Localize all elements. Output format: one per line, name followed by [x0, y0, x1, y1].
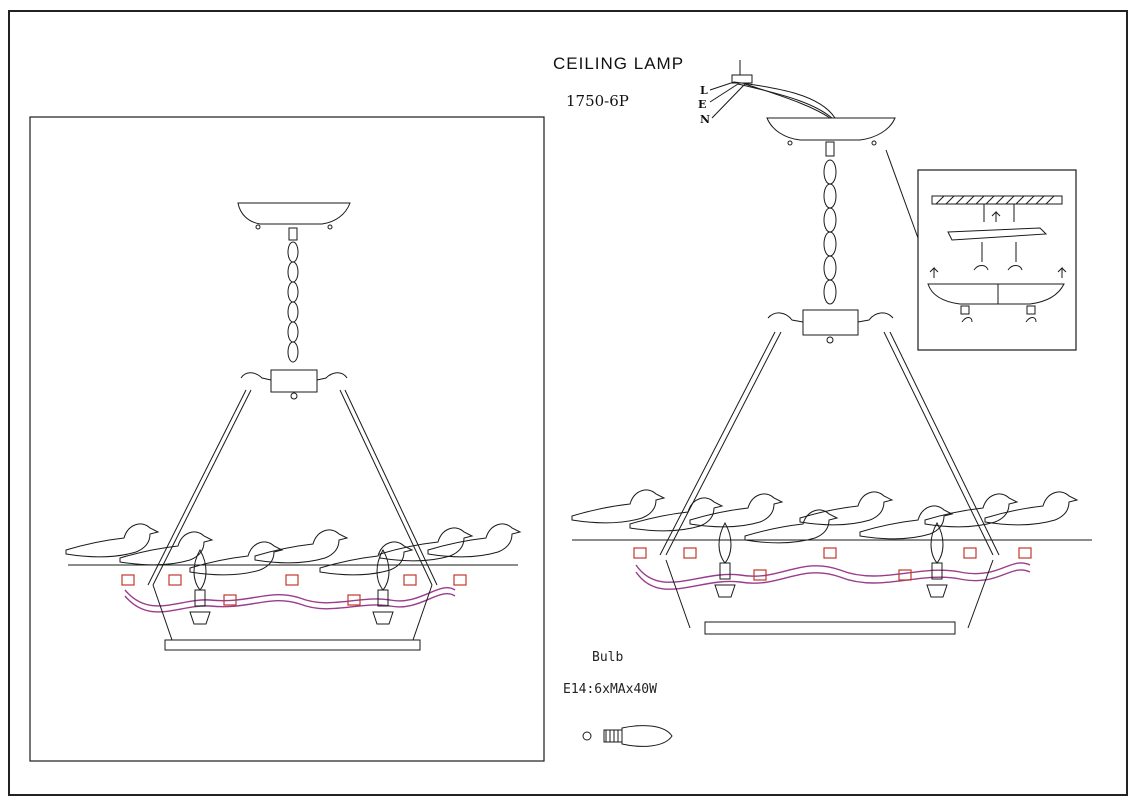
right-lower-strut: [967, 559, 994, 629]
right-socket: [1018, 547, 1032, 559]
bird-figure: [379, 527, 473, 562]
right-lamp-view: [571, 60, 1092, 635]
up-arrow-icon: [929, 266, 939, 278]
bulb-base-circle: [582, 731, 592, 741]
drawing-title: CEILING LAMP: [553, 54, 685, 73]
rotate-icon: [1025, 317, 1037, 323]
right-socket: [633, 547, 647, 559]
right-socket: [823, 547, 837, 559]
right-rod: [889, 331, 1000, 556]
left-rod: [152, 389, 252, 586]
left-hub: [270, 369, 318, 393]
right-rod: [665, 331, 782, 556]
left-bulb: [372, 549, 394, 625]
up-arrow-icon: [991, 210, 1001, 222]
cap-nut: [1026, 305, 1036, 315]
mounting-plate: [947, 227, 1048, 241]
canopy-detail: [927, 283, 1065, 305]
bulb-spec: E14:6xMAx40W: [563, 682, 657, 697]
right-wire: [635, 569, 1031, 590]
nut-icon: [1007, 265, 1023, 271]
bird-figure: [571, 489, 665, 524]
right-chain: [823, 141, 837, 305]
mounting-detail: [927, 195, 1067, 323]
left-hub-bracket: [316, 372, 348, 381]
wire-label-l: L: [700, 84, 708, 97]
rotate-icon: [961, 317, 973, 323]
left-lower-strut: [152, 584, 173, 641]
bulb-label: Bulb: [592, 650, 624, 665]
up-arrow-icon: [1057, 266, 1067, 278]
left-rod: [147, 389, 247, 586]
left-chain: [287, 227, 299, 363]
right-hub-bracket: [857, 312, 894, 323]
left-rod: [344, 389, 438, 586]
cap-nut: [960, 305, 970, 315]
bird-figure: [799, 491, 893, 526]
right-bulb: [714, 522, 736, 598]
right-socket: [898, 569, 912, 581]
left-canopy: [237, 202, 351, 225]
bird-figure: [319, 541, 413, 576]
left-canopy-screw: [327, 224, 333, 230]
right-socket: [963, 547, 977, 559]
left-socket: [168, 574, 182, 586]
left-bulb: [189, 549, 211, 625]
model-number: 1750-6P: [566, 92, 629, 110]
bulb-screw-base: [603, 729, 623, 743]
bird-figure: [744, 509, 838, 544]
bird-figure: [859, 505, 953, 540]
left-hub-bracket: [240, 372, 272, 381]
left-lamp-view: [65, 202, 521, 651]
wire-label-n: N: [700, 113, 711, 126]
right-lower-strut: [665, 559, 691, 629]
wire-l: [709, 81, 836, 119]
bulb-thread-lines: [605, 730, 619, 742]
bird-figure: [427, 523, 521, 558]
wire-n: [711, 83, 831, 119]
left-wire: [124, 587, 456, 607]
candle-bulb-glass: [621, 725, 673, 747]
bird-figure: [254, 529, 348, 564]
left-rod: [339, 389, 433, 586]
nut-icon: [973, 265, 989, 271]
right-canopy: [766, 117, 896, 141]
right-wire: [635, 562, 1031, 583]
mounting-detail-frame: [917, 169, 1077, 351]
right-canopy-screw: [871, 140, 877, 146]
detail-leader-line: [885, 149, 919, 239]
left-hub-finial: [290, 392, 298, 400]
wire-label-e: E: [698, 98, 707, 111]
left-socket: [403, 574, 417, 586]
right-hub-bracket: [767, 312, 804, 323]
ceiling-hatch-lines: [935, 195, 1055, 205]
bird-figure: [689, 493, 783, 528]
ceiling-hatch: [931, 195, 1063, 205]
left-wire: [124, 593, 456, 613]
drawing-sheet-border: [8, 10, 1128, 796]
left-socket: [121, 574, 135, 586]
left-view-frame: [29, 116, 545, 762]
left-lower-strut: [412, 584, 433, 641]
left-socket: [285, 574, 299, 586]
wire-e: [709, 83, 833, 119]
left-socket: [453, 574, 467, 586]
left-bottom-bar: [164, 639, 421, 651]
right-hub: [802, 309, 859, 336]
bulb-icon: [582, 725, 673, 747]
right-hub-finial: [826, 336, 834, 344]
right-bottom-bar: [704, 621, 956, 635]
right-rod: [659, 331, 776, 556]
left-canopy-screw: [255, 224, 261, 230]
right-rod: [883, 331, 994, 556]
right-canopy-screw: [787, 140, 793, 146]
right-socket: [683, 547, 697, 559]
